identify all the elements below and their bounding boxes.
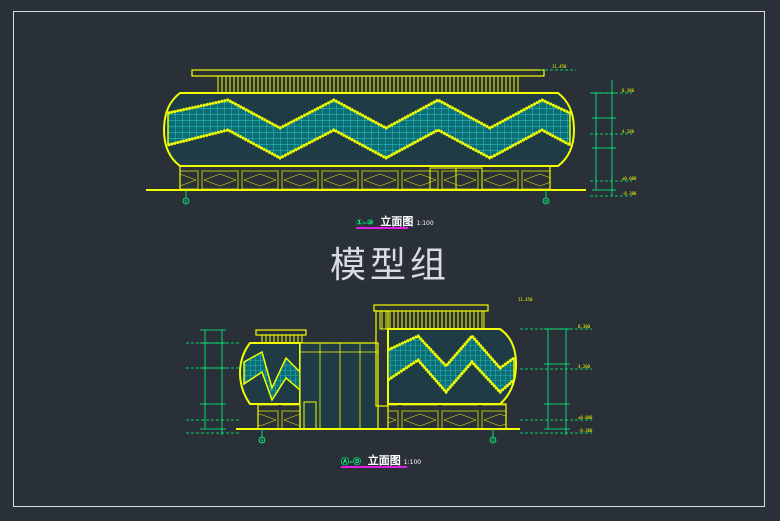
level-tag: 8.300 <box>622 88 635 93</box>
roof-cornice <box>191 69 545 77</box>
level-tag: 8.300 <box>578 324 591 329</box>
zigzag-bottom-trim <box>167 128 571 160</box>
level-tag: 11.450 <box>518 297 533 302</box>
axis-range-label: Ⓐ–Ⓓ <box>341 457 361 466</box>
axis-label: Ⓓ <box>490 437 495 444</box>
upper-elevation <box>146 69 632 205</box>
zigzag-top-trim <box>167 98 571 130</box>
upper-level-tags: 11.450 8.300 4.200 ±0.000 -0.300 <box>552 64 637 196</box>
ground-floor-bays <box>179 165 551 191</box>
axis-marker-right <box>542 197 550 205</box>
lower-elevation <box>186 304 592 444</box>
dimension-chain-left <box>186 329 240 435</box>
left-roof-cornice <box>255 329 307 336</box>
drawing-frame <box>13 11 765 507</box>
glass-connector <box>299 342 379 430</box>
drawing-scale: 1:100 <box>403 459 422 466</box>
level-tag: ±0.000 <box>622 176 637 181</box>
drawing-title-text: 立面图 <box>380 215 414 228</box>
right-roof-louvers <box>379 310 485 330</box>
left-roof-louvers <box>261 334 303 344</box>
level-tag: ±0.000 <box>578 415 593 420</box>
level-tag: -0.300 <box>622 191 637 196</box>
axis-label: ① <box>184 199 189 205</box>
level-tag: -0.300 <box>578 428 593 433</box>
left-ground-floor <box>257 403 301 430</box>
dimension-chain-right <box>540 69 632 197</box>
axis-range-label: ①–⑩ <box>356 218 374 227</box>
axis-label: Ⓐ <box>259 437 264 444</box>
drawing-title-text: 立面图 <box>367 454 401 467</box>
level-tag: 4.200 <box>578 364 591 369</box>
axis-glyphs: ① ⑩ Ⓐ Ⓓ <box>184 199 549 444</box>
axis-marker-left <box>182 197 190 205</box>
drawing-scale: 1:100 <box>416 220 434 227</box>
right-roof-cornice <box>373 304 489 312</box>
level-tag: 4.200 <box>622 129 635 134</box>
right-ground-floor <box>387 403 507 430</box>
watermark-text: 模型组 <box>329 245 450 286</box>
axis-marker-a <box>258 436 266 444</box>
title-underline-lower <box>341 466 407 468</box>
dimension-chain-lower-right <box>520 328 592 435</box>
roof-louvers <box>217 75 519 94</box>
title-underline-upper <box>356 227 408 229</box>
lower-level-tags: 11.450 8.300 4.200 ±0.000 -0.300 <box>518 297 593 433</box>
axis-marker-d <box>489 436 497 444</box>
level-tag: 11.450 <box>552 64 567 69</box>
axis-label: ⑩ <box>544 199 549 205</box>
